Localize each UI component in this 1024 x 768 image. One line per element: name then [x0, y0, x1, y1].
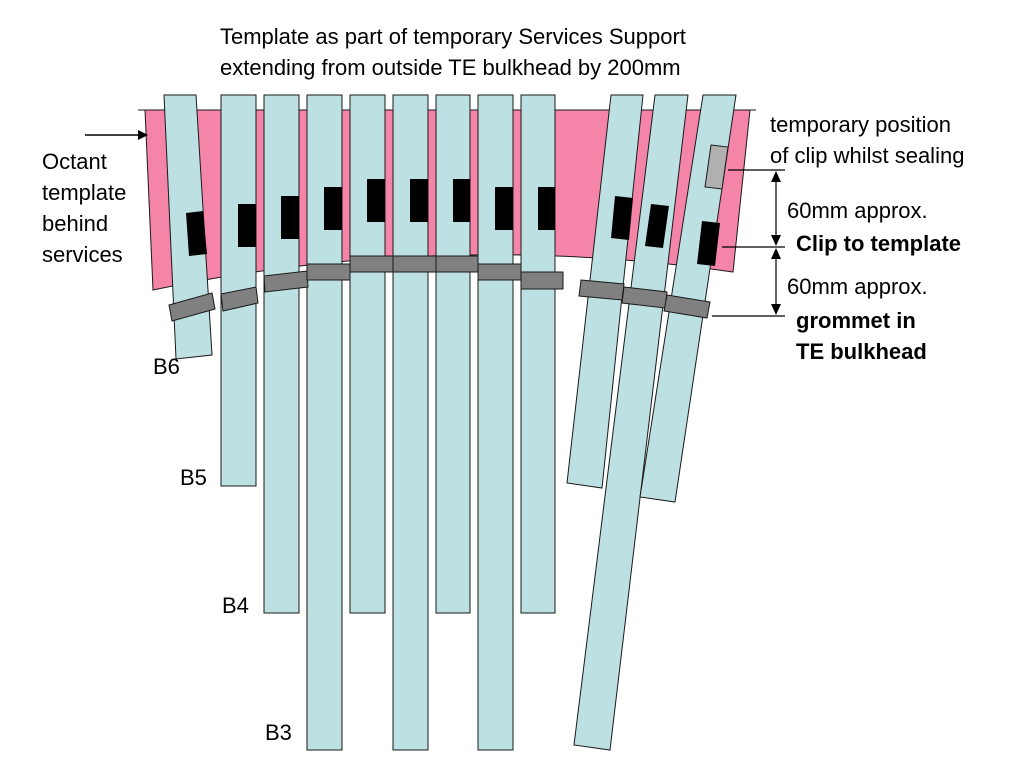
- clip: [186, 211, 207, 256]
- octant-label-line-3: behind: [42, 211, 109, 236]
- clip: [697, 221, 720, 266]
- grommet: [220, 286, 259, 312]
- octant-label-line-4: services: [42, 242, 123, 267]
- grommet-label-line-2: TE bulkhead: [796, 339, 927, 364]
- grommet: [168, 292, 216, 322]
- grommet-label-line-1: grommet in: [796, 308, 916, 333]
- service-strip-b4-1: [263, 94, 300, 614]
- grommet: [263, 270, 309, 293]
- layer-label-b5: B5: [180, 465, 207, 490]
- clip-position-label-line-1: temporary position: [770, 112, 951, 137]
- clip: [453, 179, 470, 222]
- grommet: [477, 263, 522, 281]
- temporary-clip: [704, 144, 729, 190]
- layer-label-b3: B3: [265, 720, 292, 745]
- clip-to-template-label: Clip to template: [796, 231, 962, 256]
- clip: [645, 204, 669, 248]
- clip: [367, 179, 385, 222]
- services: [163, 94, 737, 751]
- grommet: [520, 271, 564, 290]
- title-line-2: extending from outside TE bulkhead by 20…: [220, 55, 681, 80]
- clip-position-label-line-2: of clip whilst sealing: [770, 143, 965, 168]
- service-strip-b4-3: [435, 94, 471, 614]
- grommet: [392, 255, 437, 273]
- clip: [238, 204, 256, 247]
- grommet: [578, 279, 625, 301]
- grommet: [349, 255, 394, 273]
- clip: [495, 187, 513, 230]
- template-pointer-arrow: [85, 130, 148, 140]
- grommet: [663, 294, 711, 319]
- layer-label-b6: B6: [153, 354, 180, 379]
- service-strip-right-2: [573, 94, 689, 751]
- dimension-upper-label: 60mm approx.: [787, 198, 928, 223]
- grommets: [168, 255, 711, 322]
- clips: [186, 179, 720, 266]
- layer-label-b4: B4: [222, 593, 249, 618]
- dimension-lower-label: 60mm approx.: [787, 274, 928, 299]
- clip: [324, 187, 342, 230]
- grommet: [435, 255, 479, 273]
- dimension-lines: [712, 169, 785, 317]
- clip: [281, 196, 299, 239]
- title-line-1: Template as part of temporary Services S…: [220, 24, 686, 49]
- clip: [538, 187, 555, 230]
- clip: [611, 196, 633, 240]
- octant-label-line-2: template: [42, 180, 127, 205]
- clip: [410, 179, 428, 222]
- dimension-arrowheads: [771, 171, 781, 315]
- service-strip-b4-2: [349, 94, 386, 614]
- octant-label-line-1: Octant: [42, 149, 107, 174]
- service-strip-b4-4: [520, 94, 556, 614]
- grommet: [306, 263, 351, 281]
